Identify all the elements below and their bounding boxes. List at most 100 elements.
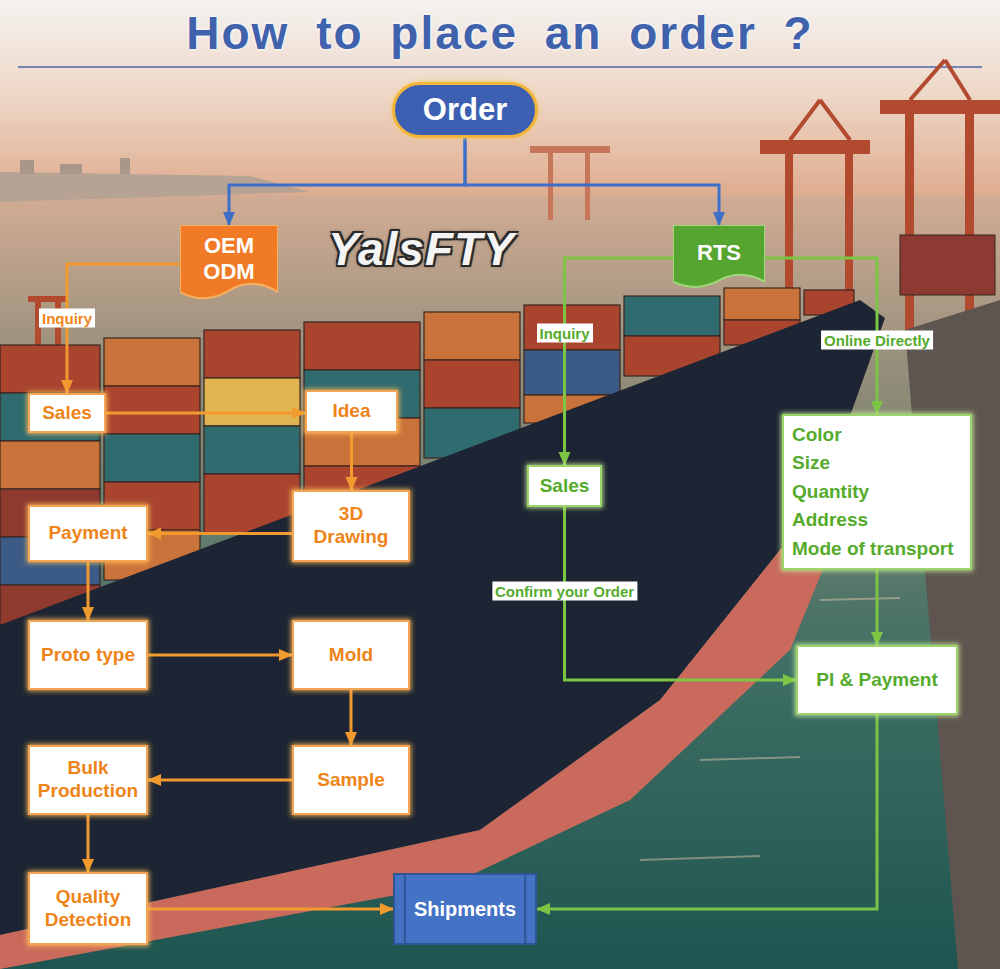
illustration-part	[424, 360, 520, 408]
illustration-part	[530, 146, 610, 153]
title-text: How to place an order ?	[0, 6, 1000, 60]
sea	[0, 195, 1000, 969]
illustration-part	[28, 296, 68, 302]
illustration-part	[524, 305, 620, 350]
illustration-part	[724, 288, 800, 320]
connector-arrow	[106, 412, 305, 415]
node-text: Mold	[300, 644, 402, 667]
connector-arrow	[465, 138, 719, 225]
connector-arrow	[87, 815, 90, 872]
illustration-part	[585, 150, 590, 220]
node-text: Address	[792, 506, 962, 535]
node-text: Proto type	[36, 644, 140, 667]
connector-arrow	[148, 654, 292, 657]
side-bar	[524, 875, 526, 943]
illustration-part	[204, 330, 300, 378]
illustration-part	[820, 598, 900, 600]
illustration-part	[790, 100, 820, 140]
illustration-part	[905, 110, 914, 330]
process-box: Payment	[28, 505, 148, 562]
process-box: Mold	[292, 620, 410, 690]
connector-arrow	[148, 779, 292, 782]
node-text: Quantity	[792, 478, 962, 507]
branch-banner: RTS	[673, 225, 765, 291]
edge-label: Inquiry	[39, 309, 95, 328]
end-box: Shipments	[393, 873, 537, 945]
illustration-part	[424, 312, 520, 360]
illustration-part	[104, 434, 200, 482]
edge-label: Confirm your Order	[492, 582, 637, 601]
illustration-part	[945, 60, 970, 100]
illustration-part	[0, 441, 100, 489]
process-box: PI & Payment	[796, 645, 958, 715]
title-rule	[18, 66, 982, 68]
branch-banner: OEM ODM	[180, 225, 278, 303]
illustration-part	[20, 160, 34, 174]
illustration-part	[204, 378, 300, 426]
watermark-text: YalsFTY	[328, 222, 515, 276]
start-pill: Order	[392, 82, 538, 138]
illustration-part	[60, 164, 82, 174]
node-text: OEM ODM	[194, 233, 264, 286]
illustration-part	[965, 110, 974, 330]
node-text: Order	[405, 91, 525, 128]
illustration-part	[624, 296, 720, 336]
edge-label: Inquiry	[536, 324, 592, 343]
illustration-part	[104, 386, 200, 434]
node-text: Mode of transport	[792, 535, 962, 564]
option-list-box: ColorSizeQuantityAddressMode of transpor…	[782, 414, 972, 570]
node-text: Payment	[36, 522, 140, 545]
illustration-part	[640, 856, 760, 860]
process-box: Proto type	[28, 620, 148, 690]
side-bar	[404, 875, 406, 943]
edge-label: Online Directly	[821, 331, 933, 350]
connector-arrow	[876, 570, 879, 645]
illustration-part	[0, 345, 100, 393]
connector-arrow	[350, 433, 353, 490]
node-text: PI & Payment	[804, 669, 950, 692]
banner-outline	[180, 225, 278, 298]
illustration-part	[120, 158, 130, 174]
connector-arrow	[565, 258, 674, 465]
node-text: Sales	[535, 475, 594, 498]
node-text: Sample	[300, 769, 402, 792]
illustration-part	[524, 350, 620, 395]
node-text: Color	[792, 421, 962, 450]
illustration-part	[880, 100, 1000, 114]
illustration-part	[910, 60, 945, 100]
banner-outline	[673, 225, 765, 287]
illustration-part	[104, 338, 200, 386]
barge-containers	[900, 235, 995, 295]
connector-arrow	[350, 690, 353, 745]
connector-arrow	[229, 138, 465, 225]
node-text: Shipments	[413, 897, 517, 921]
connector-arrow	[87, 562, 90, 620]
process-box: Sample	[292, 745, 410, 815]
node-text: Sales	[36, 402, 98, 425]
node-text: 3D Drawing	[300, 503, 402, 549]
illustration-part	[700, 757, 800, 760]
connector-arrow	[537, 715, 877, 909]
process-box: Idea	[305, 390, 398, 433]
connector-arrow	[148, 532, 292, 535]
process-box: Sales	[527, 465, 602, 507]
illustration-part	[548, 150, 553, 220]
illustration-part	[785, 150, 793, 300]
illustration-part	[204, 426, 300, 474]
illustration-part	[760, 140, 870, 154]
process-box: 3D Drawing	[292, 490, 410, 562]
node-text: Idea	[313, 400, 390, 423]
node-text: Quality Detection	[36, 886, 140, 932]
node-text: RTS	[687, 240, 751, 266]
process-box: Bulk Production	[28, 745, 148, 815]
connector-arrow	[67, 264, 180, 393]
illustration-part	[845, 150, 853, 300]
shoreline	[0, 172, 310, 202]
dock	[905, 300, 1000, 969]
node-text: Bulk Production	[36, 757, 140, 803]
connector-arrow	[148, 908, 393, 911]
process-box: Sales	[28, 393, 106, 433]
ship-underbody	[0, 500, 845, 969]
process-box: Quality Detection	[28, 872, 148, 945]
